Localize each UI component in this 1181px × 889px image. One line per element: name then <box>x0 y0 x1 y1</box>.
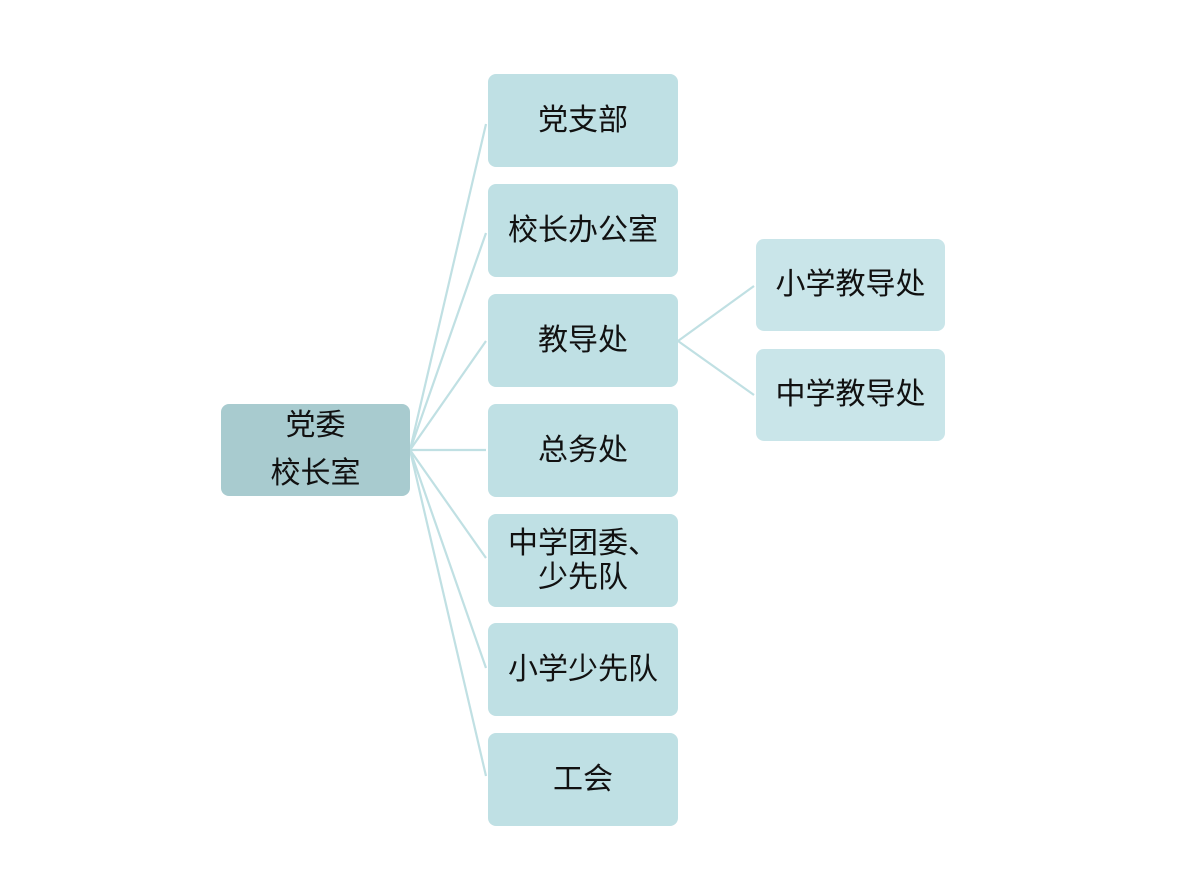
department-node-general-affairs: 总务处 <box>488 404 678 497</box>
root-node-party-committee-principal-office: 党委 校长室 <box>221 404 410 496</box>
connector-dept-3-sub-1 <box>677 285 755 342</box>
sub-department-label: 中学教导处 <box>775 377 926 412</box>
root-label-line-2: 校长室 <box>270 456 361 491</box>
department-node-party-branch: 党支部 <box>488 74 678 167</box>
department-node-primary-pioneers: 小学少先队 <box>488 623 678 716</box>
connector-root-dept-5 <box>409 449 487 559</box>
sub-department-label: 小学教导处 <box>775 267 926 302</box>
connector-dept-3-sub-2 <box>677 340 755 396</box>
connector-root-dept-7 <box>408 449 488 777</box>
department-node-labor-union: 工会 <box>488 733 678 826</box>
department-label: 校长办公室 <box>508 212 658 248</box>
department-label: 小学少先队 <box>508 651 658 687</box>
department-label: 总务处 <box>538 432 628 468</box>
department-label: 工会 <box>553 761 613 797</box>
department-node-youth-league-pioneers: 中学团委、 少先队 <box>488 514 678 607</box>
department-label: 党支部 <box>538 102 628 138</box>
department-label: 教导处 <box>538 322 628 358</box>
sub-department-node-secondary-academic-affairs: 中学教导处 <box>756 349 945 441</box>
connector-root-dept-3 <box>409 340 487 451</box>
department-label-line-2: 少先队 <box>538 559 628 595</box>
department-label-line-1: 中学团委、 <box>508 525 658 561</box>
root-label-line-1: 党委 <box>285 408 346 443</box>
connector-root-dept-2 <box>408 232 488 451</box>
department-node-academic-affairs: 教导处 <box>488 294 678 387</box>
sub-department-node-primary-academic-affairs: 小学教导处 <box>756 239 945 331</box>
connector-root-dept-6 <box>408 449 488 669</box>
department-node-principal-office: 校长办公室 <box>488 184 678 277</box>
connector-root-dept-1 <box>408 123 488 451</box>
